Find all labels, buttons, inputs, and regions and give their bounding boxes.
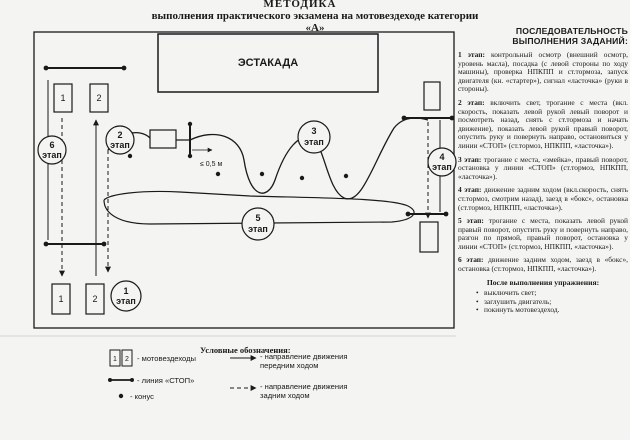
legend-atv-box-2-num: 2 bbox=[125, 356, 129, 363]
sequence-column: ПОСЛЕДОВАТЕЛЬНОСТЬ ВЫПОЛНЕНИЯ ЗАДАНИЙ: 1… bbox=[458, 26, 628, 438]
after-item: выключить свет; bbox=[476, 289, 628, 298]
cone bbox=[127, 153, 133, 159]
svg-text:3: 3 bbox=[311, 126, 316, 136]
svg-text:этап: этап bbox=[432, 162, 452, 172]
legend-stop-dot bbox=[108, 378, 112, 382]
overpass-block bbox=[157, 33, 379, 93]
atv-box-2-bottom-num: 2 bbox=[92, 294, 97, 304]
svg-text:6: 6 bbox=[49, 140, 54, 150]
atv-box-1-top bbox=[53, 83, 73, 113]
svg-text:этап: этап bbox=[304, 137, 324, 147]
legend-atv-box-2 bbox=[121, 349, 133, 367]
legend-stop-dot bbox=[130, 378, 134, 382]
stop-dot bbox=[101, 241, 107, 247]
overpass-label: ЭСТАКАДА bbox=[238, 57, 298, 69]
stop-dot bbox=[187, 121, 193, 127]
page-title: МЕТОДИКА bbox=[263, 0, 337, 10]
cone bbox=[299, 175, 305, 181]
legend-cone-label: - конус bbox=[130, 392, 154, 401]
after-item: заглушить двигатель; bbox=[476, 297, 628, 307]
legend-atv-label: - мотовездеходы bbox=[137, 354, 196, 363]
atv-box-1-bottom-num: 1 bbox=[58, 294, 63, 304]
stage-1-marker: 1 этап bbox=[110, 280, 142, 312]
stop-dot bbox=[443, 211, 449, 217]
svg-text:5: 5 bbox=[255, 213, 260, 223]
atv-box-1-top-num: 1 bbox=[60, 93, 65, 103]
svg-text:этап: этап bbox=[116, 296, 136, 306]
sequence-heading: ПОСЛЕДОВАТЕЛЬНОСТЬ ВЫПОЛНЕНИЯ ЗАДАНИЙ: bbox=[512, 26, 628, 46]
stage-3-marker: 3 этап bbox=[297, 120, 331, 154]
legend-title: Условные обозначения: bbox=[200, 345, 291, 355]
page-subtitle: выполнения практического экзамена на мот… bbox=[151, 10, 479, 34]
stop-dot bbox=[121, 65, 127, 71]
stop-dot bbox=[405, 211, 411, 217]
legend-reverse-label: - направление движения задним ходом bbox=[260, 382, 348, 400]
route-stage5-loop bbox=[103, 190, 415, 225]
stage-5-marker: 5 этап bbox=[241, 207, 275, 241]
stop-dot bbox=[449, 115, 455, 121]
cone bbox=[259, 171, 265, 177]
atv-box-2-top-num: 2 bbox=[96, 93, 101, 103]
legend-atv-box-1-num: 1 bbox=[113, 356, 117, 363]
svg-text:2: 2 bbox=[117, 130, 122, 140]
stage-1-instructions: 1 этап: контрольный осмотр (внешний осмо… bbox=[458, 50, 628, 94]
svg-text:этап: этап bbox=[248, 224, 268, 234]
stage-5-instructions: 5 этап: трогание с места, показать левой… bbox=[458, 216, 628, 251]
svg-text:4: 4 bbox=[439, 152, 444, 162]
cone bbox=[215, 171, 221, 177]
after-exercise-heading: После выполнения упражнения: bbox=[486, 277, 600, 287]
legend-forward-label: - направление движения передним ходом bbox=[260, 352, 348, 370]
atv-box-2-bottom bbox=[85, 283, 105, 315]
stage-3-instructions: 3 этап: трогание с места, «змейка», прав… bbox=[458, 154, 628, 181]
after-exercise-list: выключить свет; заглушить двигатель; пок… bbox=[476, 289, 628, 315]
stop-dot bbox=[43, 241, 49, 247]
box-bottom-right bbox=[419, 221, 439, 253]
stop-dot bbox=[43, 65, 49, 71]
stage-6-instructions: 6 этап: движение задним ходом, заезд в «… bbox=[458, 255, 628, 274]
distance-label: ≤ 0,5 м bbox=[200, 161, 222, 168]
box-top-right bbox=[423, 81, 441, 111]
legend-cone bbox=[118, 393, 124, 399]
stop-dot bbox=[187, 153, 193, 159]
stage-2-marker: 2 этап bbox=[105, 125, 135, 155]
atv-box-2-top bbox=[89, 83, 109, 113]
stage-4-marker: 4 этап bbox=[427, 147, 457, 177]
svg-text:1: 1 bbox=[123, 286, 128, 296]
vehicle-rect-stage2 bbox=[149, 129, 177, 149]
stage-6-marker: 6 этап bbox=[37, 135, 67, 165]
atv-box-1-bottom bbox=[51, 283, 71, 315]
legend-stop-label: - линия «СТОП» bbox=[137, 376, 195, 385]
stage-2-instructions: 2 этап: включить свет, трогание с места … bbox=[458, 97, 628, 150]
svg-text:этап: этап bbox=[42, 150, 62, 160]
legend-atv-box-1 bbox=[109, 349, 121, 367]
svg-text:этап: этап bbox=[110, 140, 130, 150]
course-boundary bbox=[33, 31, 455, 329]
after-item: покинуть мотовездеход. bbox=[476, 306, 628, 315]
cone bbox=[343, 173, 349, 179]
stage-4-instructions: 4 этап: движение задним ходом (вкл.скоро… bbox=[458, 185, 628, 212]
